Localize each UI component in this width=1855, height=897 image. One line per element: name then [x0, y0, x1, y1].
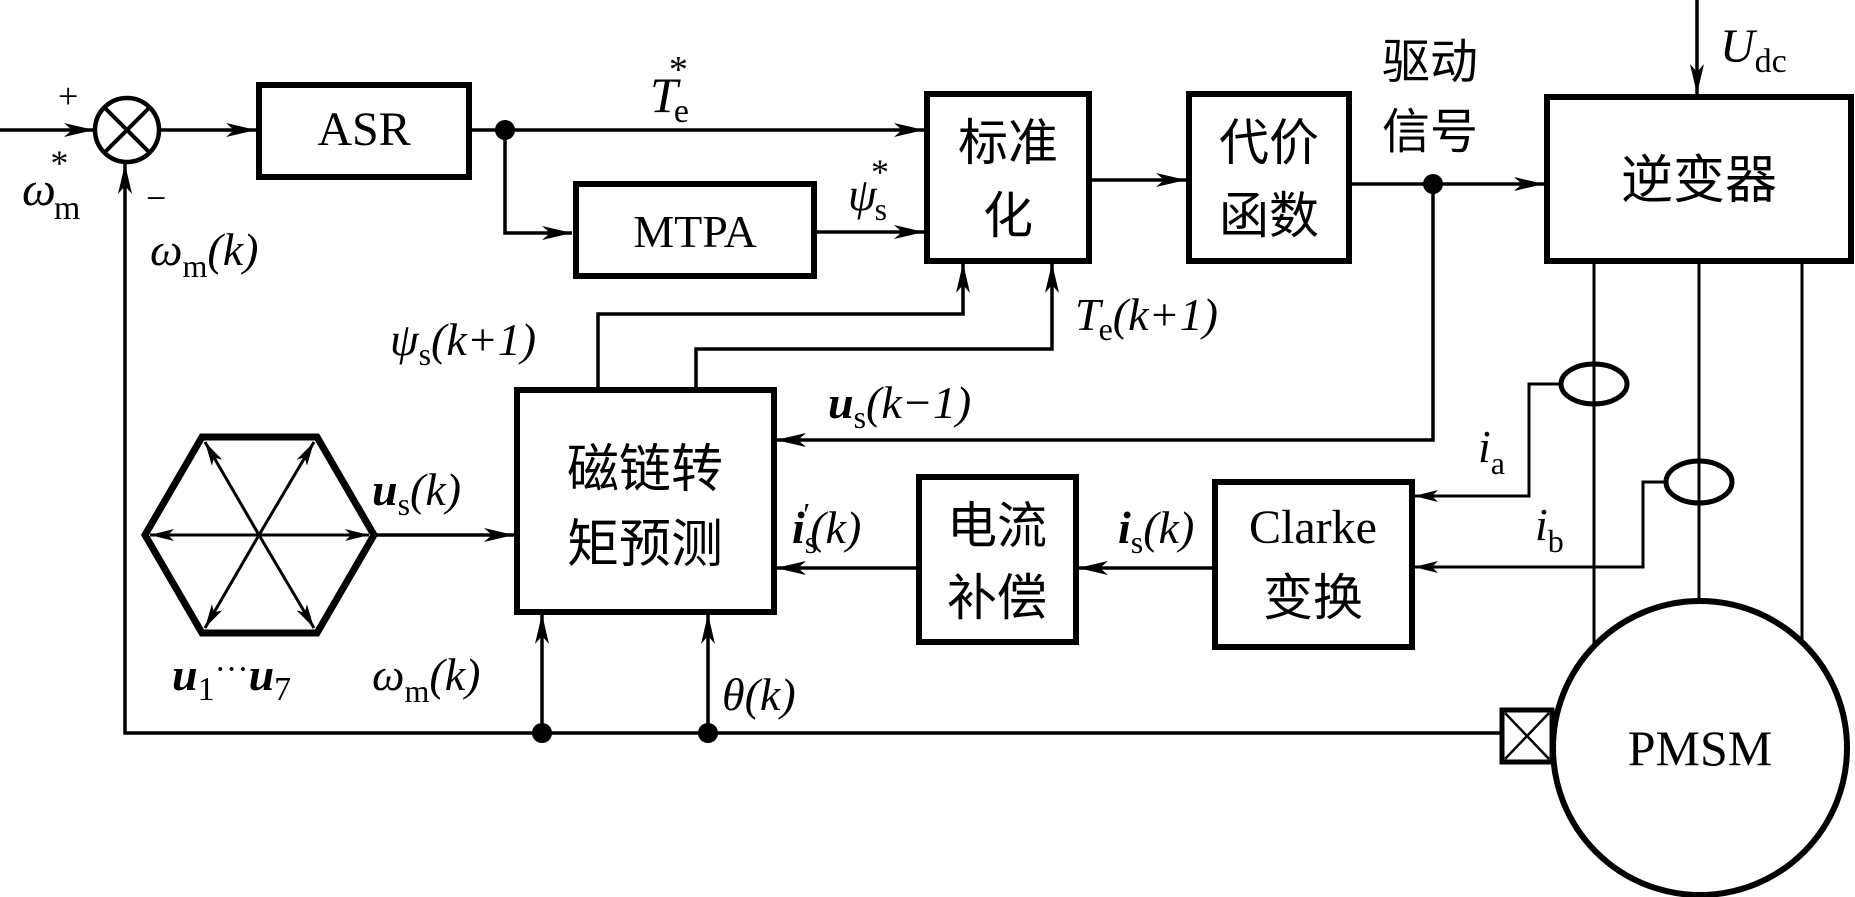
- current-comp-label-line1: 电流: [947, 497, 1047, 555]
- normalize-block: 标准 化: [924, 91, 1092, 264]
- wire-flux-pred: [596, 263, 970, 388]
- wire-torque-pred: [694, 263, 1059, 388]
- label-flux-pred: ψs(k+1): [390, 314, 536, 372]
- label-ia: ia: [1478, 421, 1505, 481]
- predict-label-line2: 矩预测: [567, 515, 723, 575]
- wire-speed-feedback: [118, 164, 1500, 735]
- cost-function-block: 代价 函数: [1186, 91, 1352, 264]
- label-ib: ib: [1535, 499, 1564, 559]
- label-drive-signal-line1: 驱动: [1382, 34, 1478, 90]
- current-compensation-block: 电流 补偿: [916, 474, 1079, 645]
- summer-minus-sign: −: [146, 178, 166, 218]
- current-sensor-a: [1558, 361, 1630, 407]
- label-is-k: is(k): [1118, 502, 1194, 560]
- cost-label-line2: 函数: [1219, 187, 1319, 245]
- label-voltage-vectors: u1···u7: [172, 649, 291, 708]
- cost-label-line1: 代价: [1219, 114, 1319, 172]
- current-comp-label-line2: 补偿: [947, 569, 1047, 627]
- label-us-k: us(k): [372, 464, 461, 522]
- summer-plus-sign: +: [58, 76, 78, 116]
- clarke-transform-block: Clarke 变换: [1212, 479, 1415, 650]
- inverter-label: 逆变器: [1621, 151, 1777, 211]
- label-flux-ref: ψs*: [848, 152, 889, 227]
- motor-label: PMSM: [1628, 720, 1773, 776]
- pmsm-motor: PMSM: [1550, 598, 1850, 897]
- label-drive-signal-line2: 信号: [1382, 104, 1478, 160]
- wires: [0, 0, 1804, 735]
- label-us-prev: us(k−1): [828, 377, 971, 435]
- wire-asr-mtpa: [503, 130, 572, 240]
- mtpa-label: MTPA: [633, 206, 757, 257]
- label-omega-feedback-bottom: ωm(k): [372, 649, 480, 709]
- voltage-vector-hexagon-icon: [140, 433, 379, 637]
- current-sensor-b: [1663, 458, 1735, 506]
- wire-us-prev: [776, 184, 1435, 447]
- label-torque-ref: Te*: [650, 49, 689, 130]
- inverter-block: 逆变器: [1544, 94, 1854, 264]
- clarke-label-line1: Clarke: [1249, 501, 1377, 554]
- label-omega-feedback-top: ωm(k): [150, 224, 258, 284]
- junction-asr: [495, 120, 515, 140]
- clarke-label-line2: 变换: [1263, 569, 1363, 627]
- normalize-label-line2: 化: [983, 187, 1033, 245]
- label-theta: θ(k): [722, 669, 796, 720]
- label-torque-pred: Te(k+1): [1075, 289, 1218, 347]
- junction-drive: [1423, 174, 1443, 194]
- predict-label-line1: 磁链转: [567, 440, 723, 500]
- mtpa-block: MTPA: [573, 181, 817, 279]
- wire-ib: [1414, 480, 1667, 573]
- normalize-label-line1: 标准: [958, 114, 1058, 172]
- encoder-icon: [1499, 707, 1555, 765]
- label-udc: Udc: [1720, 20, 1787, 80]
- label-omega-ref: ωm*: [22, 143, 80, 227]
- summing-junction: [92, 95, 162, 165]
- label-is-comp: is′(k): [792, 496, 861, 560]
- junction-omega: [532, 723, 552, 743]
- asr-label: ASR: [317, 103, 410, 156]
- wire-ia: [1414, 382, 1560, 502]
- junction-theta: [698, 723, 718, 743]
- asr-block: ASR: [256, 82, 472, 180]
- flux-torque-prediction-block: 磁链转 矩预测: [514, 387, 777, 615]
